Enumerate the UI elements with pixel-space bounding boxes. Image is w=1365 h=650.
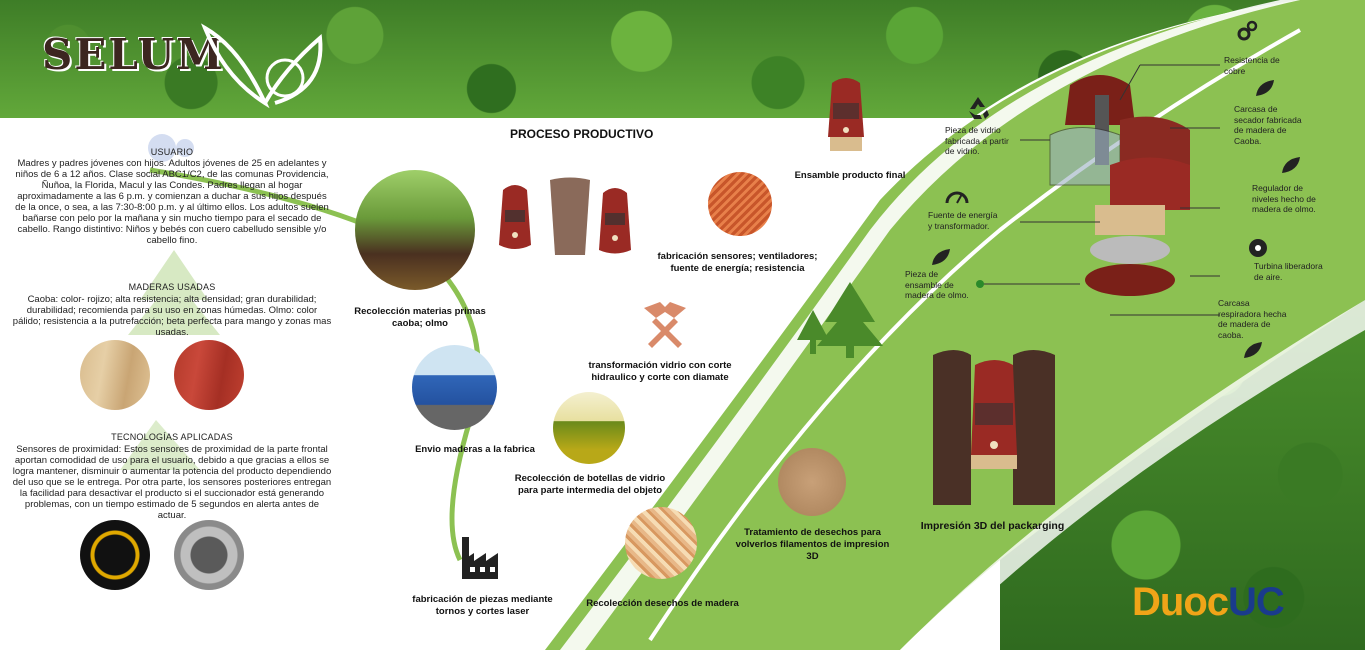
copper-wire-photo bbox=[708, 172, 772, 236]
step-impresion: Impresión 3D del packarging bbox=[920, 520, 1065, 532]
step-recoleccion-botellas: Recolección de botellas de vidrio para p… bbox=[514, 473, 666, 496]
olmo-wood-sample bbox=[80, 340, 150, 410]
leaf-logo-icon bbox=[201, 23, 323, 109]
tecnologias-heading: TECNOLOGÍAS APLICADAS bbox=[111, 432, 233, 442]
leaf-icon-3 bbox=[932, 249, 950, 265]
step-transformacion-vidrio: transformación vidrio con corte hidrauli… bbox=[588, 360, 732, 383]
gauge-icon bbox=[945, 191, 969, 204]
packaging-render bbox=[933, 350, 1055, 505]
leaf-icon-4 bbox=[1244, 342, 1262, 358]
part-carcasa-secador: Carcasa de secador fabricada de madera d… bbox=[1234, 104, 1302, 146]
proximity-sensor-front bbox=[80, 520, 150, 590]
step-fabricacion-piezas: fabricación de piezas mediante tornos y … bbox=[412, 594, 553, 617]
leaf-icon-1 bbox=[1256, 80, 1274, 96]
exploded-dryer-render bbox=[1049, 75, 1190, 296]
glass-bottles-photo bbox=[553, 392, 625, 464]
step-recoleccion-desechos: Recolección desechos de madera bbox=[586, 598, 739, 609]
recycle-icon bbox=[969, 97, 989, 119]
part-ensamble: Pieza de ensamble de madera de olmo. bbox=[905, 269, 969, 300]
proximity-sensor-rear bbox=[174, 520, 244, 590]
callout-lines bbox=[976, 64, 1220, 316]
product-renders bbox=[499, 177, 631, 255]
forest-photo bbox=[355, 170, 475, 290]
duoc-text: Duoc bbox=[1132, 580, 1229, 624]
hammer-icon bbox=[644, 302, 686, 348]
part-carcasa-respiradora: Carcasa respiradora hecha de madera de c… bbox=[1218, 298, 1287, 340]
filament-material-photo bbox=[778, 448, 846, 516]
factory-icon bbox=[462, 537, 498, 579]
tecnologias-text: Sensores de proximidad: Estos sensores d… bbox=[12, 444, 332, 521]
maderas-text: Caoba: color- rojizo; alta resistencia; … bbox=[12, 294, 332, 338]
step-tratamiento: Tratamiento de desechos para volverlos f… bbox=[735, 527, 890, 562]
step-recoleccion-materias: Recolección materias primas caoba; olmo bbox=[354, 306, 486, 329]
wood-chips-photo bbox=[625, 507, 697, 579]
usuario-text: Madres y padres jóvenes con hijos. Adult… bbox=[15, 158, 329, 246]
step-envio-maderas: Envio maderas a la fabrica bbox=[415, 444, 535, 455]
usuario-heading: USUARIO bbox=[150, 147, 194, 157]
part-regulador: Regulador de niveles hecho de madera de … bbox=[1252, 183, 1316, 214]
maderas-heading: MADERAS USADAS bbox=[128, 282, 216, 292]
step-ensamble: Ensamble producto final bbox=[794, 170, 906, 181]
duoc-uc-logo: DuocUC bbox=[1132, 580, 1285, 625]
gears-icon bbox=[1237, 20, 1258, 41]
selum-logo: SELUM bbox=[42, 30, 225, 79]
part-vidrio: Pieza de vidrio fabricada a partir de vi… bbox=[945, 125, 1009, 156]
part-fuente: Fuente de energía y transformador. bbox=[928, 210, 998, 231]
part-resistencia: Resistencia de cobre bbox=[1224, 55, 1280, 76]
step-fabricacion-sensores: fabricación sensores; ventiladores; fuen… bbox=[657, 251, 818, 274]
uc-text: UC bbox=[1228, 580, 1285, 624]
process-title: PROCESO PRODUCTIVO bbox=[510, 127, 654, 141]
assembled-product-render bbox=[828, 78, 864, 151]
caoba-wood-sample bbox=[174, 340, 244, 410]
trees-icon bbox=[797, 282, 883, 358]
leaf-icon-2 bbox=[1282, 157, 1300, 173]
part-turbina: Turbina liberadora de aire. bbox=[1254, 261, 1323, 282]
truck-photo bbox=[412, 345, 497, 430]
turbine-icon bbox=[1249, 239, 1267, 257]
